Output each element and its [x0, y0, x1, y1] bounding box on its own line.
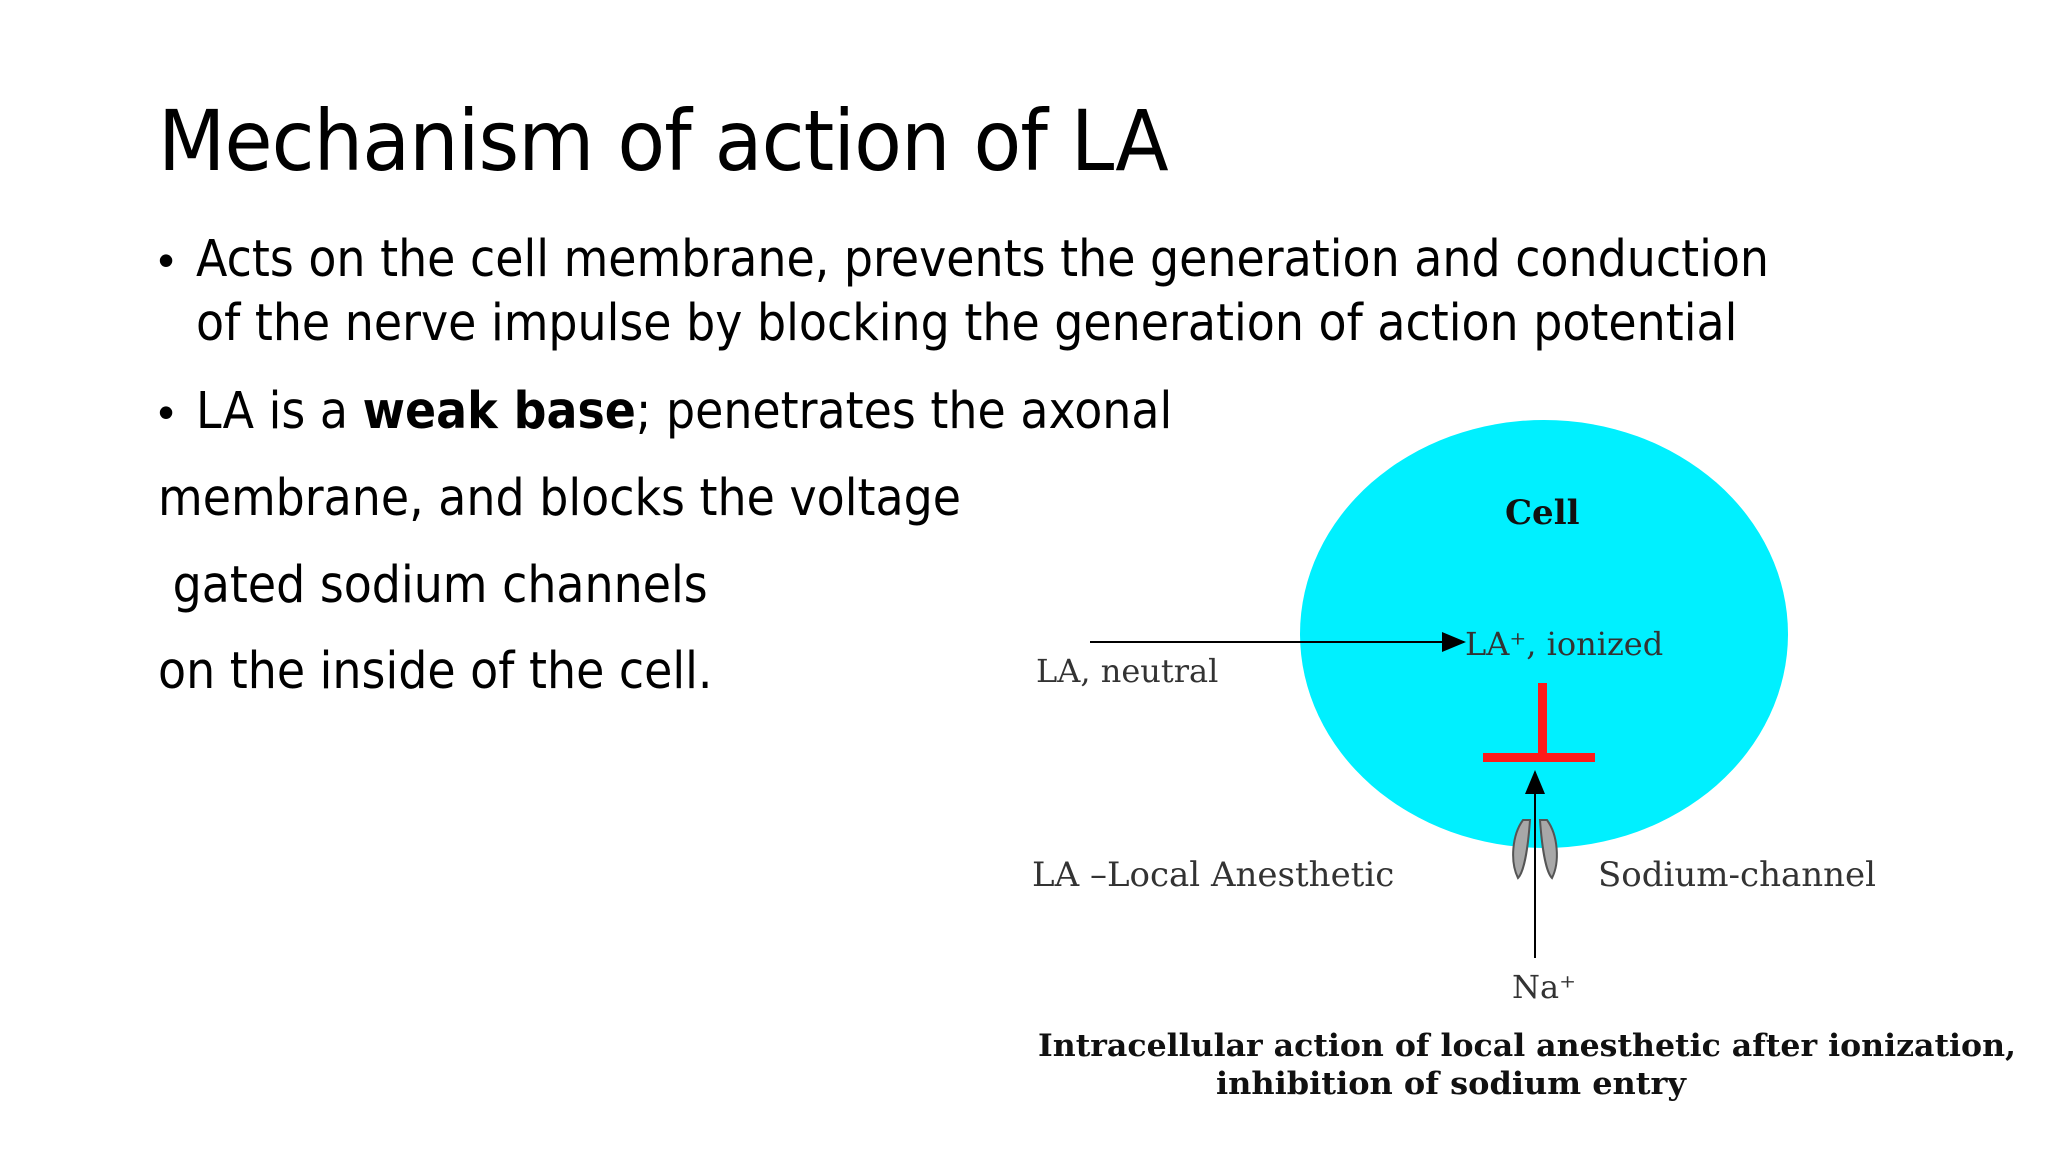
- bullet-2-line: LA is a weak base; penetrates the axonal: [196, 380, 1172, 444]
- continuation-line-2: gated sodium channels: [158, 556, 708, 615]
- bullet-2-prefix: LA is a: [196, 382, 363, 441]
- caption-line-1: Intracellular action of local anesthetic…: [1038, 1028, 2016, 1064]
- bullet-2-bold: weak base: [362, 382, 636, 441]
- block-stem: [1538, 683, 1547, 755]
- la-ionized-label: LA⁺, ionized: [1465, 625, 1663, 663]
- cell-body: [1300, 420, 1788, 848]
- continuation-line-3: on the inside of the cell.: [158, 642, 713, 701]
- sodium-channel-label: Sodium-channel: [1598, 855, 1876, 895]
- bullet-1-line-1: Acts on the cell membrane, prevents the …: [196, 230, 1770, 289]
- la-neutral-label: LA, neutral: [1036, 652, 1218, 690]
- bullet-dot-2: •: [158, 386, 175, 438]
- cell-label: Cell: [1505, 493, 1580, 533]
- caption-line-2: inhibition of sodium entry: [1216, 1066, 1687, 1102]
- na-label: Na⁺: [1512, 968, 1576, 1006]
- bullet-2-suffix: ; penetrates the axonal: [635, 382, 1173, 441]
- legend-label: LA –Local Anesthetic: [1032, 855, 1394, 895]
- block-bar: [1483, 753, 1595, 762]
- sodium-channel-left-icon: [1512, 819, 1532, 880]
- la-mechanism-diagram: Cell LA, neutral LA⁺, ionized Na⁺ LA –Lo…: [1032, 420, 2016, 1102]
- slide-title: Mechanism of action of LA: [158, 92, 1169, 190]
- bullet-dot-1: •: [158, 234, 175, 286]
- continuation-line-1: membrane, and blocks the voltage: [158, 469, 961, 528]
- sodium-channel-right-icon: [1538, 819, 1558, 880]
- bullet-1-line-2: of the nerve impulse by blocking the gen…: [196, 294, 1738, 353]
